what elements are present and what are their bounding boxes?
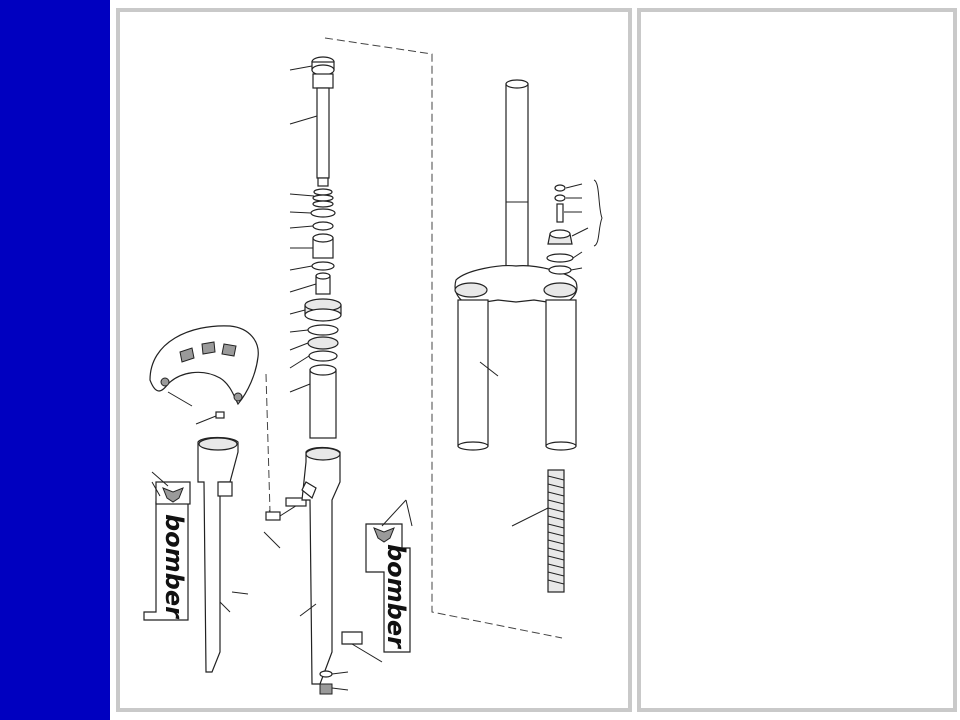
cable-guide	[341, 631, 383, 663]
crown	[454, 265, 578, 305]
decal-left-text: bomber	[160, 514, 188, 620]
leader-line	[479, 361, 499, 377]
guide-bushing	[309, 364, 337, 439]
snap-ring	[307, 324, 339, 336]
washer	[308, 350, 338, 362]
exploded-fork-diagram: bomber	[143, 37, 603, 695]
spring-coil-small	[312, 188, 334, 208]
leader-line	[231, 591, 249, 595]
leader-line	[167, 391, 193, 407]
clip	[311, 261, 335, 271]
seal-head	[304, 298, 342, 322]
leader-lines	[289, 65, 318, 393]
sidebar	[0, 0, 110, 720]
bushing	[312, 233, 334, 259]
axle-bolt	[263, 497, 307, 549]
assembly-guide-line	[265, 373, 271, 513]
drain-bolt	[319, 670, 349, 695]
main-coil-spring	[511, 469, 565, 593]
piston	[315, 272, 331, 295]
empty-right-panel	[637, 8, 957, 712]
arch-bolt	[195, 411, 225, 425]
right-lower-leg	[299, 446, 341, 685]
top-cap-ring	[311, 56, 335, 76]
washer	[310, 208, 336, 218]
steerer-tube	[505, 79, 529, 273]
decal-right: bomber	[365, 499, 413, 653]
decal-right-text: bomber	[382, 544, 410, 650]
diagram-panel: bomber	[116, 8, 632, 712]
oil-seal	[307, 336, 339, 350]
decal-left: bomber	[143, 471, 191, 621]
leader-lines-right	[564, 179, 603, 271]
damper-rod	[312, 73, 334, 187]
washer	[312, 221, 334, 231]
upper-tubes	[457, 299, 577, 451]
brake-arch	[149, 325, 259, 406]
assembly-guide-line	[324, 37, 563, 639]
left-lower-leg	[197, 436, 239, 673]
